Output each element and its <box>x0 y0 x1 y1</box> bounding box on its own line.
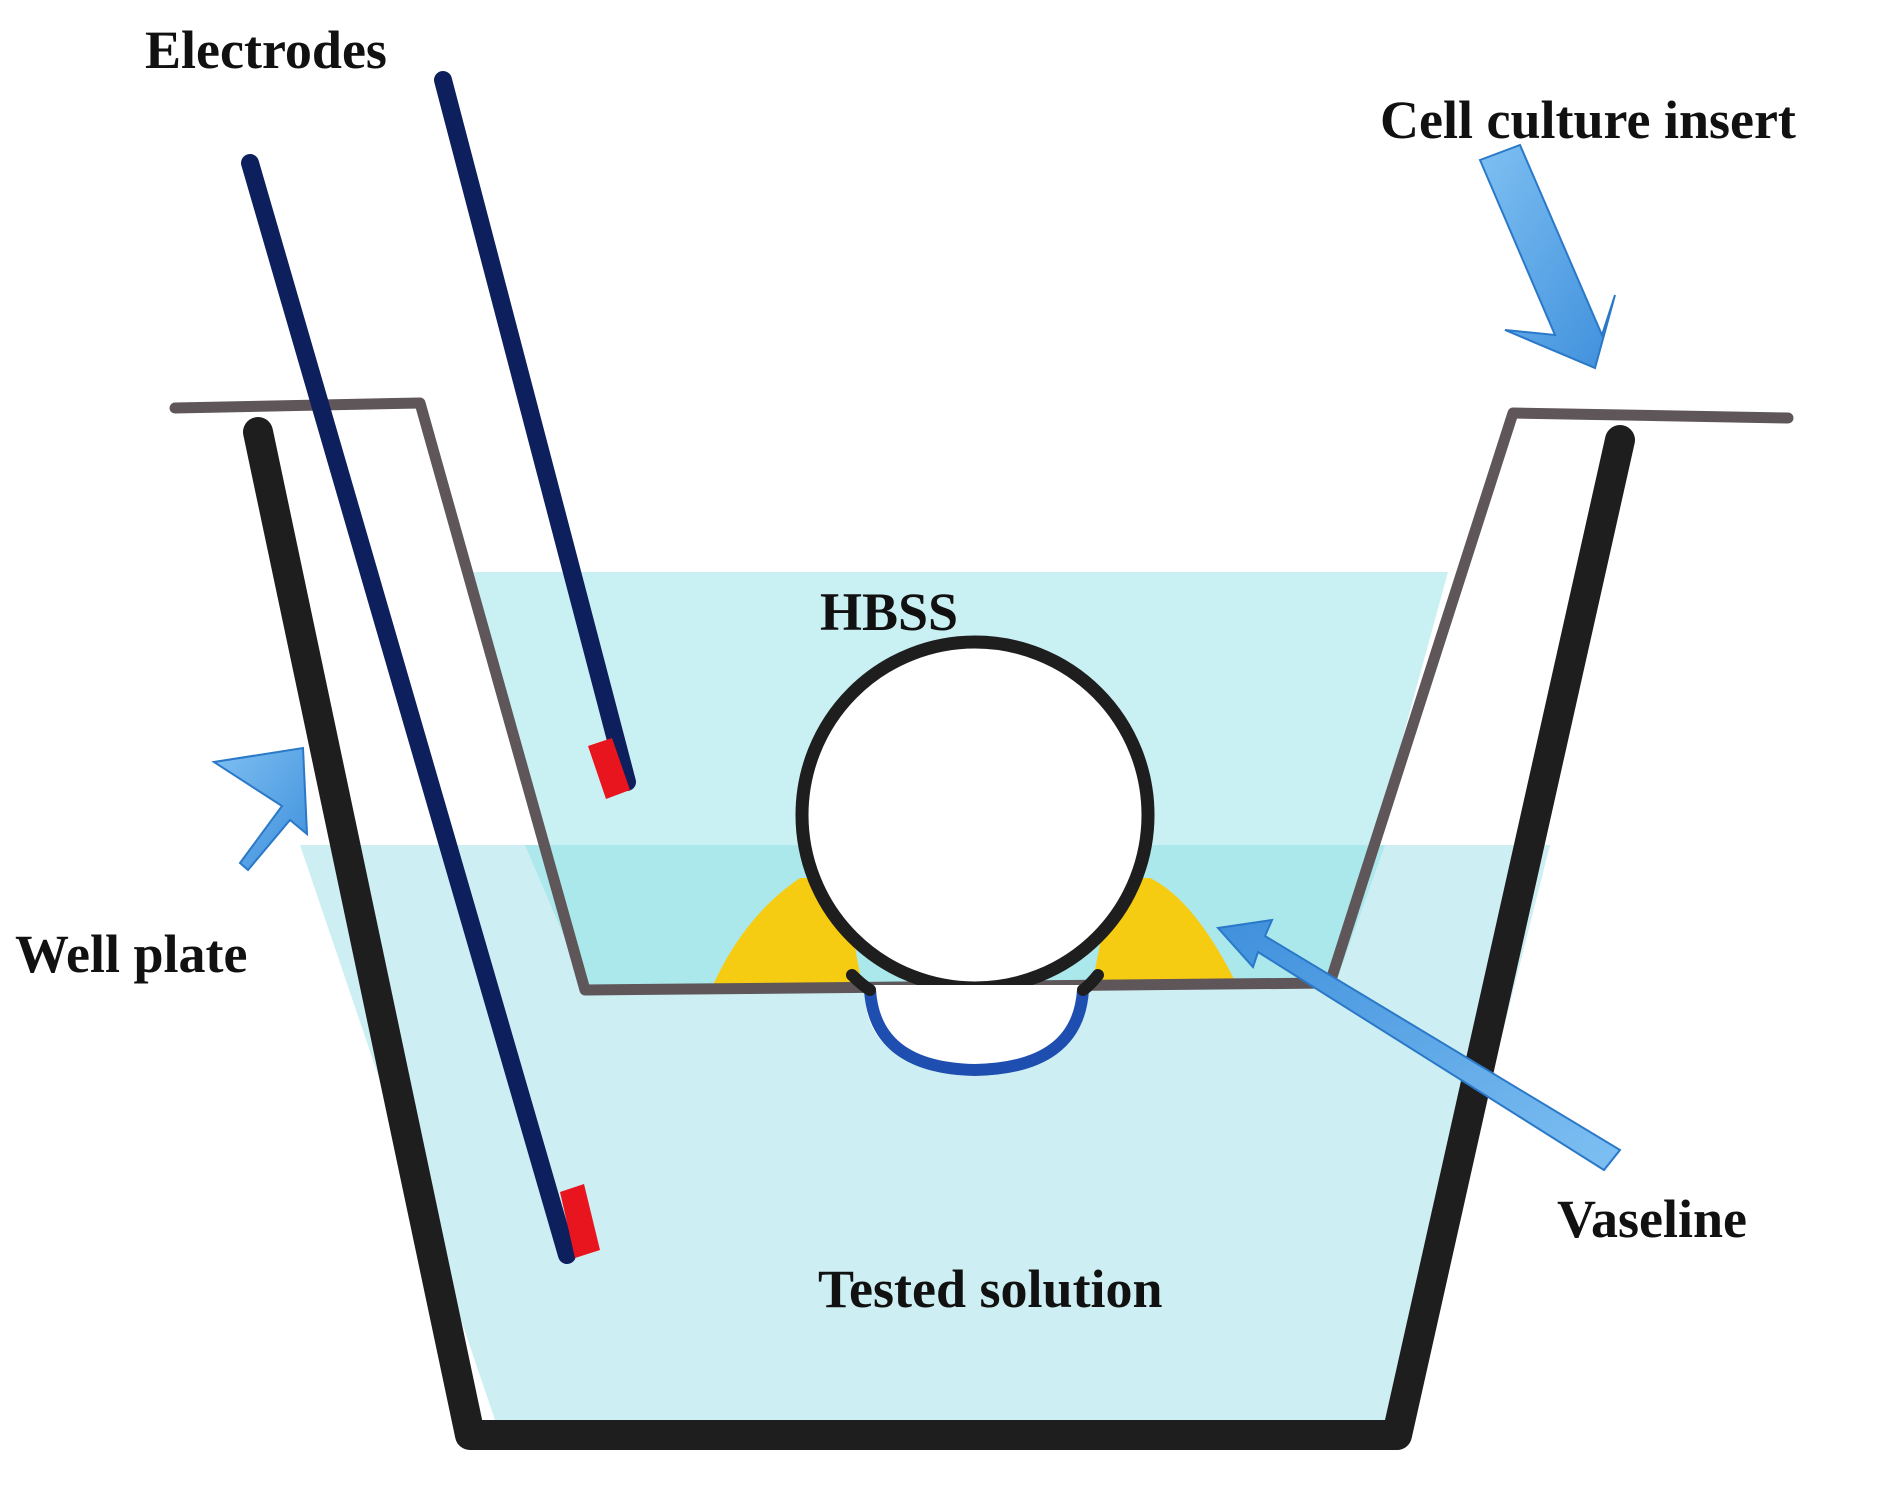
vaseline-arrow <box>1216 918 1622 1172</box>
electrode-lower <box>241 154 576 1264</box>
tissue-lower-boundary <box>864 984 1089 1077</box>
tissue-neck-right <box>1077 969 1104 996</box>
well-plate-arrow <box>211 746 309 872</box>
tissue-lower-lobe <box>864 985 1086 1072</box>
label-tested-solution: Tested solution <box>818 1259 1163 1319</box>
electrode-upper <box>434 71 636 791</box>
label-electrodes: Electrodes <box>145 20 387 80</box>
tissue-neck-left <box>846 969 876 996</box>
electrode-lower-tip <box>560 1184 600 1258</box>
electrode-upper-tip <box>588 738 630 799</box>
label-well-plate: Well plate <box>15 924 247 984</box>
label-hbss: HBSS <box>820 582 958 642</box>
tissue-sample <box>795 635 1155 995</box>
label-vaseline: Vaseline <box>1557 1189 1747 1249</box>
well-plate-wall <box>243 417 1635 1450</box>
insert-arrow <box>1478 143 1616 370</box>
label-cell-culture-insert: Cell culture insert <box>1380 90 1796 150</box>
